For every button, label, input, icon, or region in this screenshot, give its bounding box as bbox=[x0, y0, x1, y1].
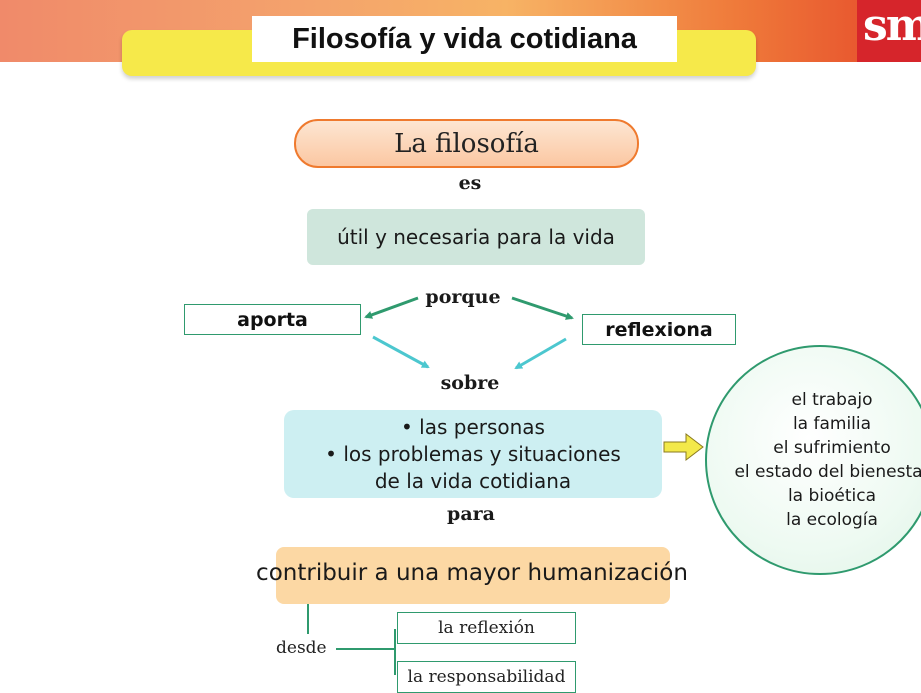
examples-list: el trabajo la familia el sufrimiento el … bbox=[712, 388, 921, 532]
link-sobre: sobre bbox=[440, 372, 500, 394]
subject-pill: La filosofía bbox=[294, 119, 639, 168]
topic-item: • las personas bbox=[401, 414, 545, 439]
arrow-aporta-to-sobre bbox=[372, 335, 430, 369]
example-item: la familia bbox=[792, 414, 872, 434]
link-para: para bbox=[447, 503, 495, 525]
arrow-to-reflexiona bbox=[511, 296, 574, 320]
example-item: la ecología bbox=[786, 510, 878, 530]
arrow-to-aporta bbox=[364, 296, 419, 319]
block-arrow-icon bbox=[663, 432, 704, 462]
goal-text: contribuir a una mayor humanización bbox=[256, 560, 688, 586]
page-title: Filosofía y vida cotidiana bbox=[252, 16, 677, 62]
arrow-reflexiona-to-sobre bbox=[514, 337, 567, 370]
examples-circle bbox=[705, 345, 921, 575]
aporta-tag: aporta bbox=[184, 304, 361, 335]
reflexiona-tag: reflexiona bbox=[582, 314, 736, 345]
desde-item-reflexion: la reflexión bbox=[397, 612, 576, 644]
example-item: el trabajo bbox=[791, 390, 873, 410]
link-es: es bbox=[458, 172, 482, 194]
goal-box bbox=[276, 547, 670, 604]
example-item: el estado del bienestar bbox=[734, 462, 921, 482]
util-box: útil y necesaria para la vida bbox=[307, 209, 645, 265]
link-porque: porque bbox=[425, 286, 501, 308]
link-desde: desde bbox=[276, 638, 327, 658]
topics-box: • las personas • los problemas y situaci… bbox=[284, 410, 662, 498]
example-item: la bioética bbox=[787, 486, 877, 506]
topic-item: de la vida cotidiana bbox=[374, 468, 572, 493]
desde-item-responsabilidad: la responsabilidad bbox=[397, 661, 576, 693]
example-item: el sufrimiento bbox=[773, 438, 891, 458]
publisher-logo: sm bbox=[857, 0, 921, 62]
topic-item: • los problemas y situaciones bbox=[325, 441, 621, 466]
